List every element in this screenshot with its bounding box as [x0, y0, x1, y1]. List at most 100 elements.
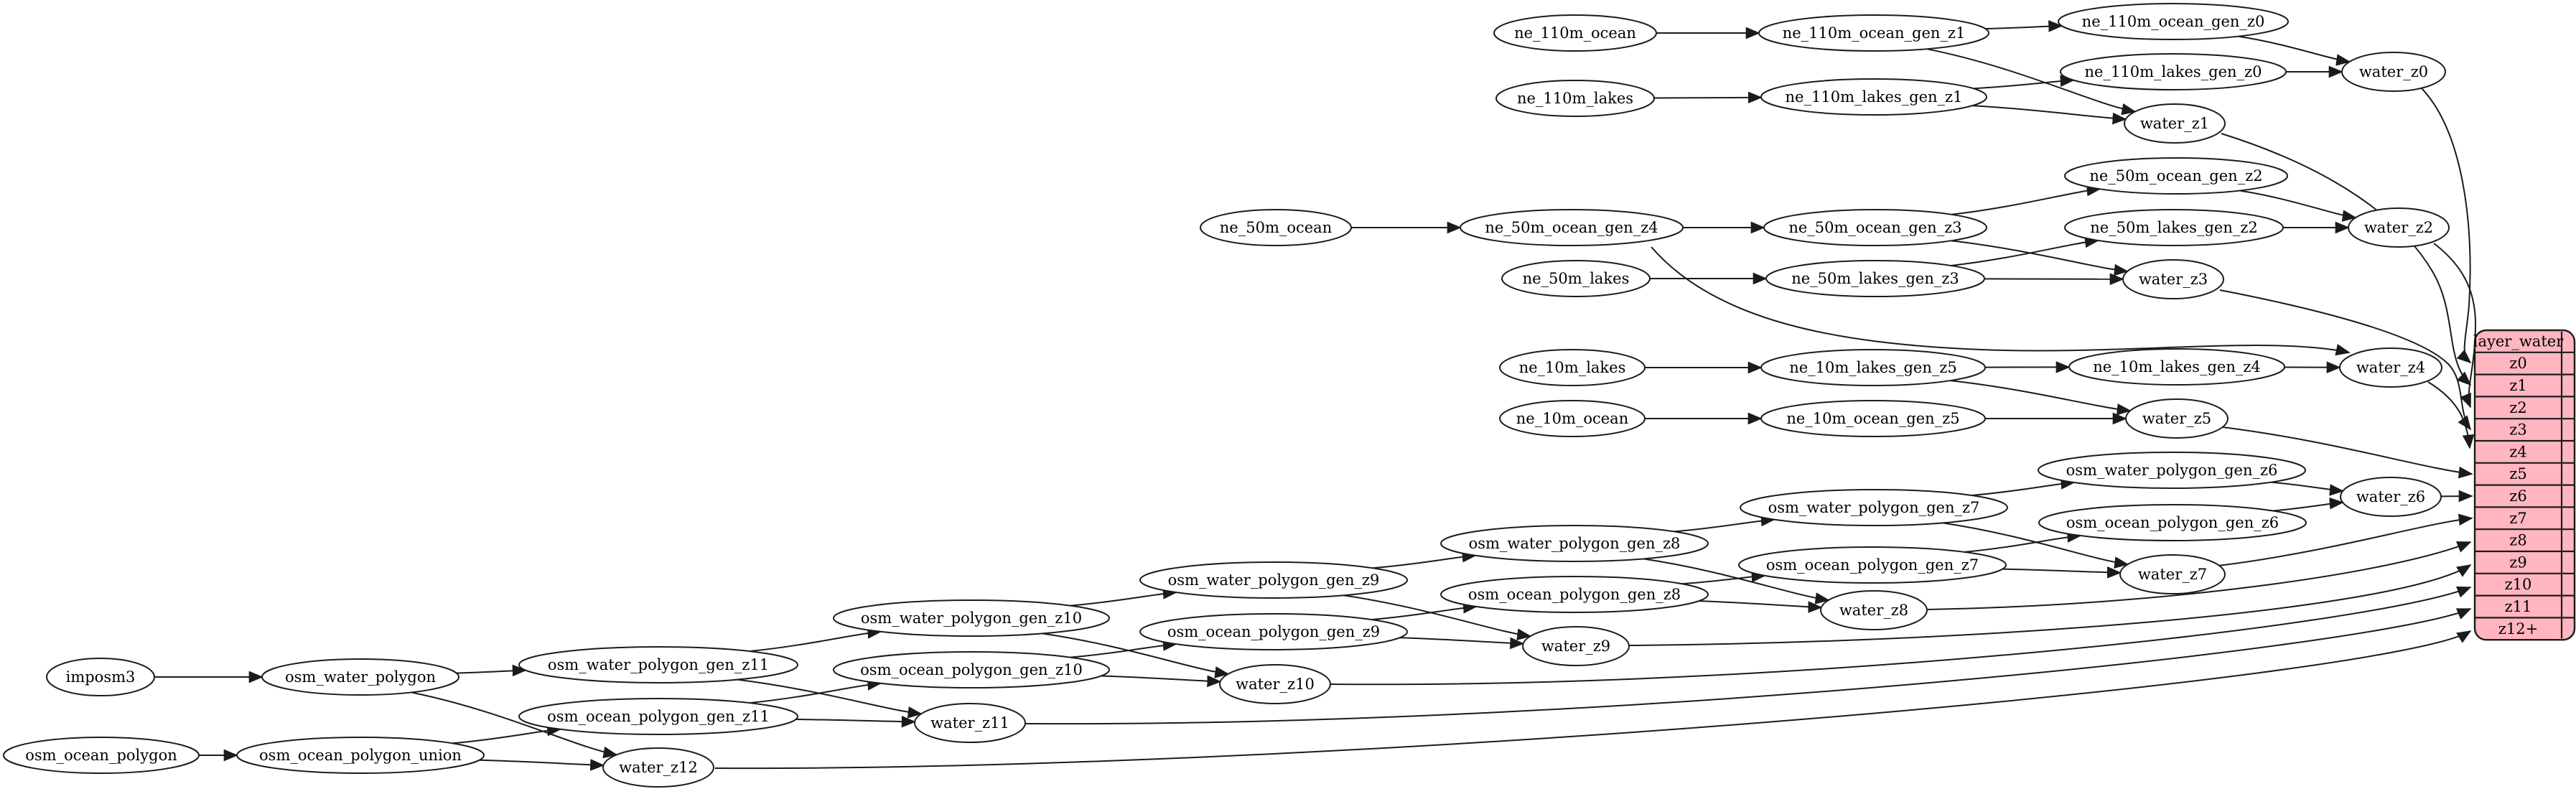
node-label-ne_50m_lakes: ne_50m_lakes [1523, 270, 1630, 287]
node-label-water_z7: water_z7 [2138, 566, 2207, 583]
node-ne_10m_ocean_gen_z5: ne_10m_ocean_gen_z5 [1760, 400, 1986, 437]
node-ne_10m_ocean: ne_10m_ocean [1499, 400, 1646, 437]
node-label-ne_110m_ocean: ne_110m_ocean [1514, 24, 1636, 42]
node-label-ne_10m_lakes_gen_z5: ne_10m_lakes_gen_z5 [1789, 359, 1957, 376]
edge-ne_110m_ocean_gen_z1-to-ne_110m_ocean_gen_z0 [1985, 20, 2063, 32]
edge-osm_ocean_polygon_union-to-osm_ocean_polygon_gen_z11 [452, 724, 562, 744]
node-label-water_z2: water_z2 [2364, 219, 2433, 236]
node-ellipse-water_z1 [2124, 103, 2226, 144]
node-osm_ocean_polygon_gen_z9: osm_ocean_polygon_gen_z9 [1139, 613, 1408, 650]
edge-osm_water_polygon_gen_z7-to-water_z7 [1942, 522, 2129, 569]
table-row-z2: z2 [2509, 399, 2526, 416]
node-ellipse-water_z10 [1219, 664, 1331, 704]
edge-osm_water_polygon_gen_z10-to-osm_water_polygon_gen_z9 [1070, 587, 1177, 607]
edge-osm_ocean_polygon_gen_z11-to-osm_ocean_polygon_gen_z10 [749, 678, 882, 704]
node-label-water_z9: water_z9 [1541, 638, 1610, 655]
table-row-z9: z9 [2509, 554, 2526, 571]
edge-water_z9-to-layer_water-z9 [1628, 564, 2472, 646]
node-label-osm_ocean_polygon_gen_z11: osm_ocean_polygon_gen_z11 [547, 708, 770, 725]
node-label-water_z6: water_z6 [2356, 488, 2425, 505]
node-ellipse-osm_ocean_polygon_gen_z9 [1139, 613, 1408, 650]
node-ellipse-imposm3 [46, 658, 155, 696]
node-label-ne_50m_lakes_gen_z2: ne_50m_lakes_gen_z2 [2090, 219, 2258, 236]
edge-ne_110m_ocean_gen_z1-to-water_z1 [1926, 48, 2137, 116]
node-ellipse-ne_50m_ocean_gen_z3 [1763, 209, 1987, 246]
node-ellipse-water_z4 [2339, 347, 2442, 388]
edge-osm_water_polygon-to-water_z12 [411, 691, 618, 759]
node-label-water_z1: water_z1 [2140, 115, 2209, 132]
edge-osm_water_polygon_gen_z10-to-water_z10 [1042, 632, 1230, 678]
node-osm_water_polygon: osm_water_polygon [261, 658, 459, 696]
table-row-z12plus: z12+ [2498, 620, 2538, 638]
node-ellipse-ne_110m_ocean_gen_z1 [1758, 14, 1989, 52]
node-ne_110m_lakes: ne_110m_lakes [1495, 80, 1655, 117]
node-osm_water_polygon_gen_z9: osm_water_polygon_gen_z9 [1139, 561, 1408, 599]
node-label-osm_water_polygon_gen_z11: osm_water_polygon_gen_z11 [548, 656, 769, 673]
edge-ne_110m_lakes_gen_z1-to-water_z1 [1972, 105, 2127, 125]
node-water_z8: water_z8 [1820, 590, 1928, 630]
node-ne_110m_lakes_gen_z0: ne_110m_lakes_gen_z0 [2060, 53, 2287, 90]
node-label-osm_water_polygon_gen_z8: osm_water_polygon_gen_z8 [1469, 535, 1681, 552]
node-osm_ocean_polygon_gen_z7: osm_ocean_polygon_gen_z7 [1738, 546, 2007, 584]
node-ne_10m_lakes_gen_z4: ne_10m_lakes_gen_z4 [2068, 348, 2285, 386]
table-row-z5: z5 [2509, 465, 2526, 482]
node-ne_110m_ocean: ne_110m_ocean [1493, 14, 1657, 52]
node-ellipse-ne_50m_lakes_gen_z2 [2064, 209, 2284, 246]
node-ne_110m_lakes_gen_z1: ne_110m_lakes_gen_z1 [1760, 78, 1987, 116]
node-label-ne_10m_lakes_gen_z4: ne_10m_lakes_gen_z4 [2093, 358, 2261, 375]
node-ellipse-osm_water_polygon_gen_z6 [2038, 452, 2306, 489]
node-ellipse-ne_110m_lakes_gen_z1 [1760, 78, 1987, 116]
node-label-osm_ocean_polygon_gen_z7: osm_ocean_polygon_gen_z7 [1766, 556, 1979, 574]
edge-water_z8-to-layer_water-z8 [1926, 541, 2472, 610]
edge-osm_ocean_polygon_gen_z8-to-water_z8 [1699, 600, 1823, 613]
node-ellipse-water_z6 [2340, 477, 2442, 517]
node-label-water_z3: water_z3 [2139, 271, 2208, 288]
node-osm_water_polygon_gen_z6: osm_water_polygon_gen_z6 [2038, 452, 2306, 489]
edge-ne_50m_ocean_gen_z2-to-water_z2 [2239, 190, 2357, 222]
edge-osm_ocean_polygon_gen_z7-to-osm_ocean_polygon_gen_z6 [1964, 531, 2082, 553]
node-osm_water_polygon_gen_z10: osm_water_polygon_gen_z10 [833, 599, 1110, 637]
node-ellipse-osm_ocean_polygon_gen_z10 [833, 651, 1110, 688]
node-label-ne_10m_ocean_gen_z5: ne_10m_ocean_gen_z5 [1786, 410, 1959, 427]
edge-ne_110m_ocean_gen_z0-to-water_z0 [2238, 35, 2351, 66]
edge-osm_water_polygon_gen_z7-to-osm_water_polygon_gen_z6 [1971, 477, 2076, 496]
node-ne_50m_ocean_gen_z3: ne_50m_ocean_gen_z3 [1763, 209, 1987, 246]
node-label-water_z0: water_z0 [2359, 63, 2428, 80]
table-row-z8: z8 [2509, 532, 2526, 549]
node-ellipse-ne_50m_ocean [1200, 209, 1352, 246]
edge-water_z3-to-layer_water-z3 [2219, 289, 2471, 431]
node-ellipse-water_z5 [2125, 398, 2229, 439]
node-ellipse-osm_water_polygon [261, 658, 459, 696]
node-water_z0: water_z0 [2341, 52, 2446, 92]
node-osm_ocean_polygon_gen_z10: osm_ocean_polygon_gen_z10 [833, 651, 1110, 688]
table-row-z3: z3 [2509, 421, 2526, 439]
table-row-z6: z6 [2509, 487, 2526, 505]
edges-layer [154, 20, 2477, 771]
node-osm_ocean_polygon_union: osm_ocean_polygon_union [236, 737, 485, 774]
node-ellipse-water_z11 [914, 703, 1026, 743]
node-osm_water_polygon_gen_z11: osm_water_polygon_gen_z11 [518, 646, 798, 683]
node-label-ne_110m_ocean_gen_z1: ne_110m_ocean_gen_z1 [1783, 24, 1966, 42]
node-water_z12: water_z12 [602, 747, 714, 788]
node-ne_10m_lakes: ne_10m_lakes [1499, 349, 1646, 386]
node-label-ne_110m_ocean_gen_z0: ne_110m_ocean_gen_z0 [2082, 13, 2265, 30]
edge-water_z10-to-layer_water-z10 [1330, 586, 2472, 686]
edge-water_z1-to-layer_water-z1 [2221, 133, 2472, 386]
node-ellipse-ne_110m_lakes [1495, 80, 1655, 117]
node-label-osm_ocean_polygon_gen_z10: osm_ocean_polygon_gen_z10 [860, 661, 1083, 678]
node-ellipse-ne_50m_lakes [1501, 260, 1651, 297]
node-label-ne_50m_ocean: ne_50m_ocean [1220, 219, 1332, 236]
node-label-ne_50m_ocean_gen_z3: ne_50m_ocean_gen_z3 [1788, 219, 1961, 236]
edge-osm_ocean_polygon_gen_z11-to-water_z11 [795, 715, 916, 728]
node-label-ne_50m_ocean_gen_z2: ne_50m_ocean_gen_z2 [2089, 167, 2262, 185]
node-label-water_z11: water_z11 [930, 714, 1009, 732]
node-ne_50m_ocean_gen_z4: ne_50m_ocean_gen_z4 [1460, 209, 1684, 246]
node-ne_10m_lakes_gen_z5: ne_10m_lakes_gen_z5 [1760, 349, 1986, 386]
node-water_z5: water_z5 [2125, 398, 2229, 439]
node-osm_ocean_polygon: osm_ocean_polygon [3, 737, 200, 774]
edge-osm_water_polygon-to-osm_water_polygon_gen_z11 [456, 664, 527, 677]
node-label-imposm3: imposm3 [66, 668, 136, 686]
node-ellipse-water_z12 [602, 747, 714, 788]
node-ellipse-osm_water_polygon_gen_z11 [518, 646, 798, 683]
